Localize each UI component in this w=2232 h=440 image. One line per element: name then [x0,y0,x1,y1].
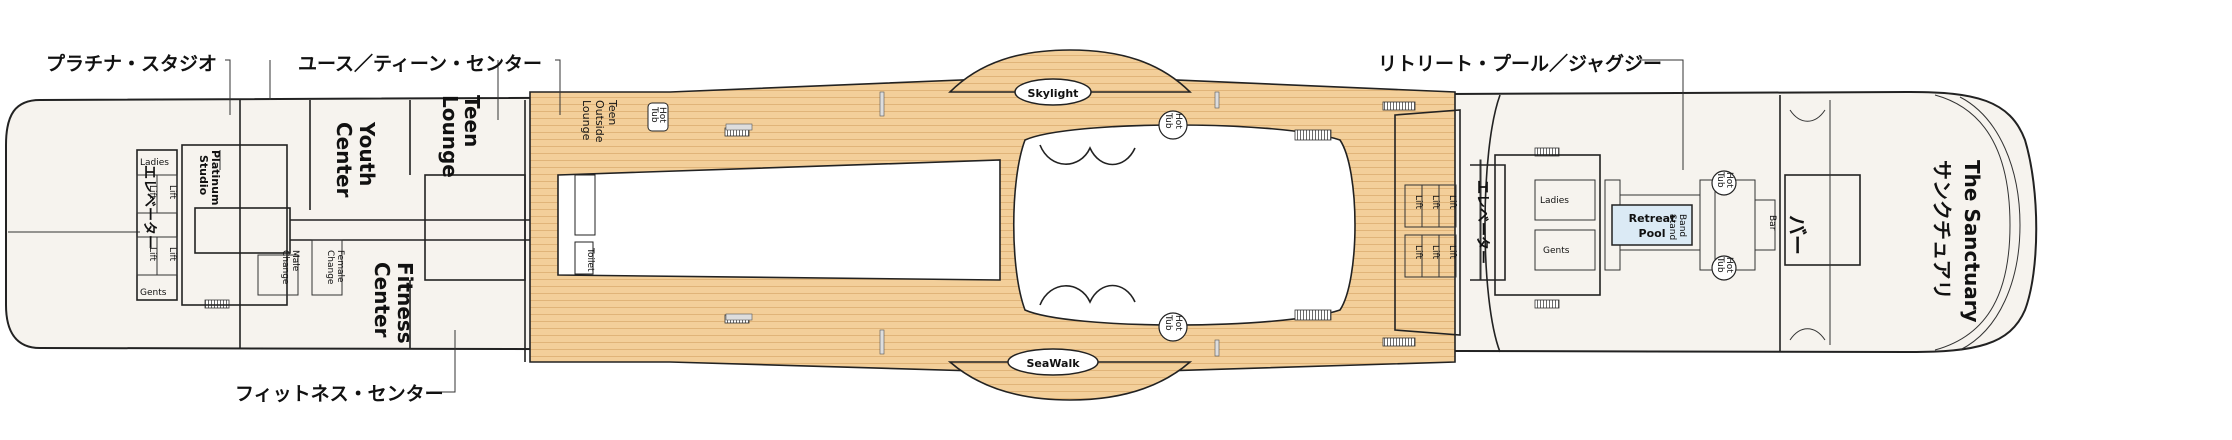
skylight-bulge [948,49,1192,93]
lift-label: Lift [1447,195,1457,210]
retreat-jp-label: リトリート・プール／ジャグジー [1378,52,1662,75]
lift-label: Lift [167,185,177,200]
bar-label: Bar [1767,215,1777,231]
hot-tub-aft [647,102,669,132]
platinum-studio-label-2: Studio [197,155,210,196]
retreat-pool [1611,204,1693,246]
seawalk-label: SeaWalk [1026,357,1080,370]
platinum-studio-jp-label: プラチナ・スタジオ [46,52,217,75]
hot-tub-label: Hot [1724,257,1734,273]
toilet-label: Toilet [585,247,595,272]
fitness-center-label-2: Center [370,262,394,338]
hot-tub-label: Tub [1715,171,1725,188]
youth-teen-jp-label: ユース／ティーン・センター [298,52,542,75]
hot-tub-label: Tub [649,106,659,123]
lift-label: Lift [147,185,157,200]
female-change-label-2: Change [325,250,335,285]
youth-center-label-2: Center [332,122,356,198]
hot-tub-label: Tub [1163,112,1173,129]
sanctuary-jp-label: サンクチュアリ [1930,160,1954,300]
lift-label: Lift [1413,195,1423,210]
leader-lines [219,59,1684,393]
lift-label: Lift [167,247,177,262]
lift-label: Lift [1447,245,1457,260]
teen-outside-label-3: Lounge [580,100,593,141]
elevator-aft-label: エレベーター [141,165,157,249]
band-stand-label-1: Band [1677,214,1687,237]
hot-tub-label: Tub [1163,314,1173,331]
gents-forward-label: Gents [1543,246,1570,256]
deck-furniture [725,91,1220,357]
hot-tub-label: Tub [1715,256,1725,273]
retreat-pool-label-2: Pool [1639,227,1666,240]
lift-label: Lift [1430,245,1440,260]
fitness-jp-label: フィットネス・センター [235,383,444,405]
teen-lounge-label-1: Teen [460,95,484,147]
lift-group-forward [1404,184,1457,278]
skylight-label: Skylight [1028,87,1079,100]
ladies-aft-label: Ladies [140,158,169,168]
sanctuary-label: The Sanctuary [1960,160,1984,323]
elevator-forward-label: エレベーター [1474,180,1490,264]
skylight-oval [1014,78,1092,106]
lift-label: Lift [1430,195,1440,210]
ladies-forward-label: Ladies [1540,196,1569,206]
lift-group-aft [136,174,178,276]
hot-tub-label: Hot [1724,172,1734,188]
teen-lounge-label-2: Lounge [438,95,462,178]
hot-tub-bottom [1158,312,1188,342]
bar-jp-label: バー [1785,215,1809,255]
gents-aft-label: Gents [140,288,167,298]
hot-tub-top [1158,110,1188,140]
lift-label: Lift [147,247,157,262]
youth-center-label-1: Youth [355,121,379,186]
teen-outside-label-1: Teen [606,99,619,125]
forward-opening [557,159,1001,281]
lift-label: Lift [1413,245,1423,260]
hot-tub-label: Hot [1173,315,1183,331]
hot-tub-retreat-top [1711,170,1737,196]
retreat-pool-label-1: Retreat [1629,212,1676,225]
atrium-opening [1012,124,1356,326]
seawalk-bulge [947,361,1193,401]
male-change-label-1: Male [290,250,300,272]
platinum-studio-label-1: Platinum [209,150,222,205]
seawalk-oval [1007,348,1099,376]
hot-tub-retreat-bottom [1711,255,1737,281]
hot-tub-label: Hot [1173,113,1183,129]
male-change-label-2: Change [280,250,290,285]
female-change-label-1: Female [335,250,345,283]
teen-outside-label-2: Outside [593,100,606,143]
band-stand-label-2: Stand [1667,214,1677,240]
hot-tub-label: Hot [657,107,667,123]
fitness-center-label-1: Fitness [393,262,417,344]
